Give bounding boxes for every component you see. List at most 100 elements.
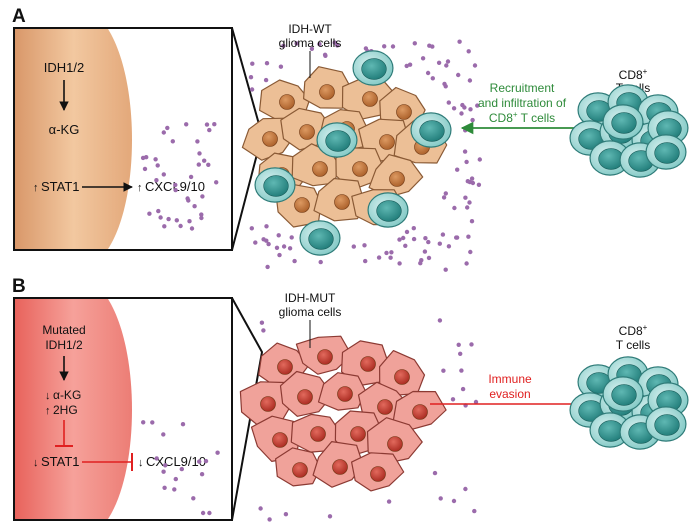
cell-nucleus <box>352 161 368 177</box>
chemokine-dot <box>289 235 294 240</box>
chemokine-dot <box>292 258 297 264</box>
arrow-a-label-2: and infiltration of <box>478 96 567 110</box>
chemokine-dot <box>196 162 201 167</box>
chemokine-dot <box>460 386 466 392</box>
cell-nucleus <box>299 124 315 140</box>
chemokine-dot <box>322 52 328 57</box>
chemokine-dot <box>390 44 396 49</box>
cell-nucleus <box>297 389 313 405</box>
chemokine-dot <box>147 211 152 216</box>
inset-b-stat: STAT1 <box>41 454 80 469</box>
chemokine-dot <box>155 163 160 168</box>
inset-b-line3: α-KG <box>53 388 81 402</box>
chemokine-dot <box>264 224 269 229</box>
cell-nucleus <box>370 466 386 482</box>
inset-b-line4: 2HG <box>53 403 78 417</box>
tcell-b-label-1: CD8+ <box>619 323 648 338</box>
cell-nucleus <box>396 104 412 120</box>
chemokine-dot <box>467 179 473 185</box>
chemokine-dot <box>422 249 428 254</box>
chemokine-dot <box>264 238 269 243</box>
chemokine-dot <box>464 159 469 165</box>
chemokine-dot <box>281 43 286 48</box>
chemokine-dot <box>467 78 473 83</box>
chemokine-dot <box>351 244 356 249</box>
chemokine-dot <box>267 517 272 522</box>
chemokine-dot <box>276 233 281 238</box>
chemokine-dot <box>141 420 146 425</box>
cell-membrane-b <box>15 299 132 519</box>
chemokine-dot <box>452 205 457 211</box>
chemokine-dot <box>411 226 416 231</box>
chemokine-dot <box>469 219 475 224</box>
cell-membrane-a <box>15 29 132 249</box>
cluster-a-label-2: glioma cells <box>279 36 342 50</box>
cell-nucleus <box>292 462 308 478</box>
chemokine-dot <box>317 41 322 47</box>
chemokine-dot <box>427 43 432 48</box>
cell-nucleus <box>337 386 353 402</box>
chemokine-dot <box>174 218 179 223</box>
cell-nucleus <box>260 396 276 412</box>
chemokine-dot <box>197 151 202 156</box>
chemokine-dot <box>450 397 456 402</box>
chemokine-dot <box>203 458 209 464</box>
chemokine-dot <box>457 39 462 44</box>
panel-a-inset: IDH1/2 α-KG ↑ STAT1 ↑ CXCL9/10 <box>13 27 233 251</box>
cell-nucleus <box>294 197 310 213</box>
chemokine-dot <box>266 241 271 247</box>
chemokine-dot <box>180 422 186 427</box>
chemokine-dot <box>468 249 473 255</box>
cluster-b-label-2: glioma cells <box>279 305 342 319</box>
chemokine-dot <box>464 261 469 266</box>
chemokine-dot <box>420 56 426 61</box>
zoom-lines-b <box>231 297 264 521</box>
chemokine-dots-inset-a <box>140 122 219 231</box>
panel-b-letter: B <box>12 276 26 297</box>
chemokine-dot <box>430 76 435 81</box>
chemokine-dot <box>332 40 337 45</box>
chemokine-dot <box>456 72 461 78</box>
chemokine-dot <box>144 155 149 160</box>
chemokine-dot <box>437 241 442 246</box>
chemokine-dot <box>263 77 269 83</box>
chemokine-dot <box>469 342 474 347</box>
chemokine-dot <box>465 205 470 210</box>
chemokine-dot <box>259 320 265 325</box>
chemokine-dot <box>451 106 457 111</box>
inset-a-line1: IDH1/2 <box>44 60 84 75</box>
chemokine-dot <box>153 157 158 162</box>
chemokine-dot <box>199 472 205 477</box>
chemokine-dot <box>207 127 212 133</box>
chemokine-dot <box>161 432 166 437</box>
chemokine-dot <box>170 139 175 144</box>
chemokine-dot <box>202 158 207 163</box>
chemokine-dot <box>432 470 438 476</box>
cell-nucleus <box>312 161 328 177</box>
chemokine-dot <box>446 100 451 105</box>
cluster-b-label-1: IDH-MUT <box>285 291 336 305</box>
chemokine-dot <box>404 229 410 235</box>
chemokine-dot <box>436 60 442 65</box>
chemokine-dot <box>154 456 159 461</box>
chemokine-dots-cluster-b <box>258 318 479 522</box>
t-cell-nucleus <box>325 130 351 152</box>
chemokine-dot <box>407 62 413 67</box>
chemokine-dot <box>189 226 195 231</box>
chemokine-dot <box>191 496 196 501</box>
cell-nucleus <box>360 356 376 372</box>
chemokine-dot <box>178 223 183 229</box>
down-arrow-icon: ↓ <box>33 457 39 469</box>
t-cell-nucleus <box>654 414 680 436</box>
chemokine-dot <box>179 466 184 472</box>
chemokine-dot <box>281 244 287 249</box>
chemokine-dot <box>386 499 392 504</box>
chemokine-dot <box>199 215 204 221</box>
chemokine-dot <box>462 149 468 154</box>
cell-nucleus <box>332 459 348 475</box>
chemokine-dot <box>476 182 482 187</box>
arrow-a-label-3: CD8+ T cells <box>489 110 555 125</box>
t-cell-nucleus <box>654 142 680 164</box>
chemokine-dot <box>458 351 463 356</box>
inset-a-line2: α-KG <box>49 122 80 137</box>
